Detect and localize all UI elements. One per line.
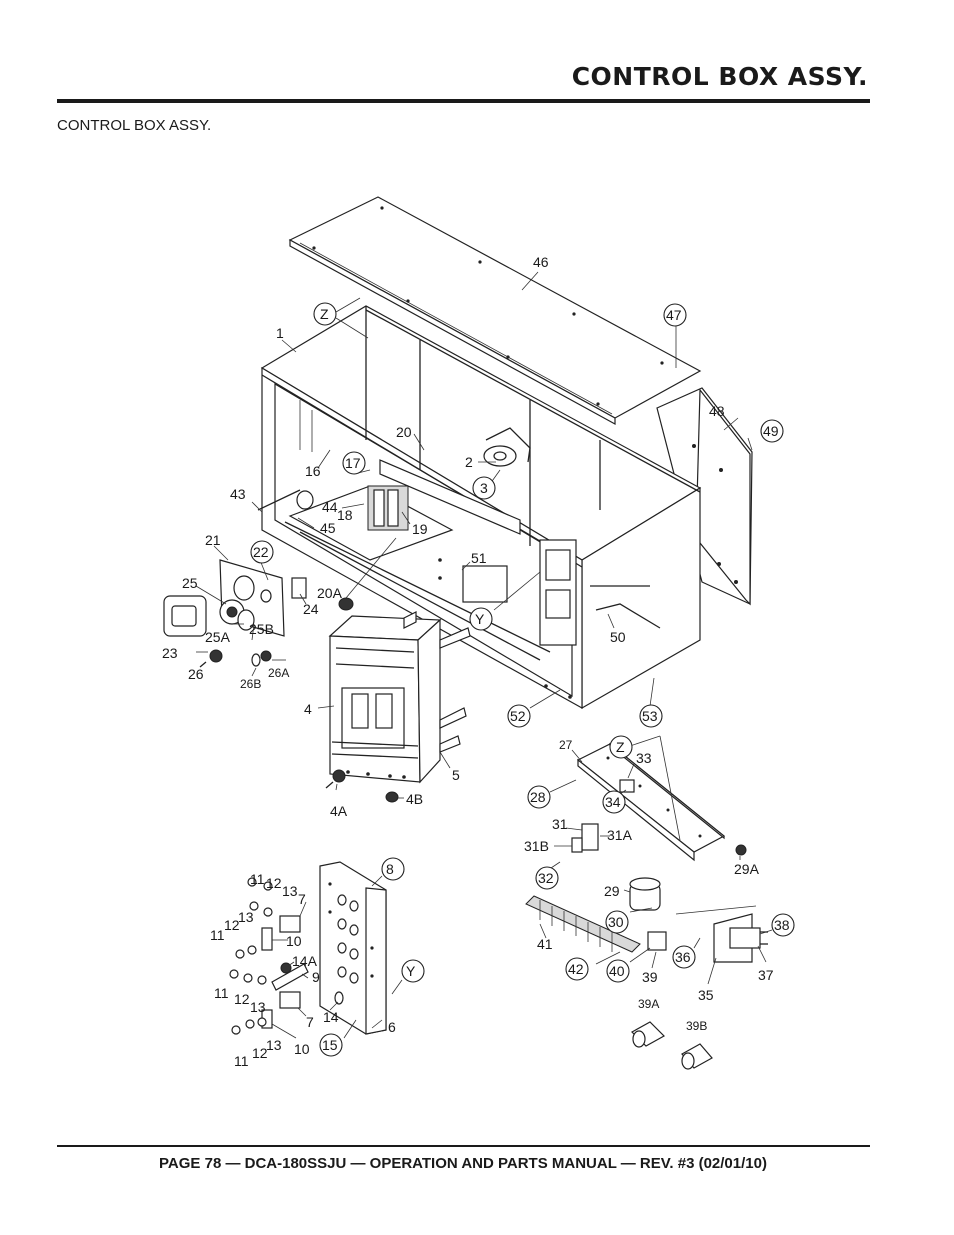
callout-35: 35 (698, 987, 714, 1003)
callout-7-b: 7 (306, 1014, 314, 1030)
callout-25a: 25A (205, 629, 231, 645)
callout-38: 38 (774, 917, 790, 933)
callout-32: 32 (538, 870, 554, 886)
callout-13-d: 13 (266, 1037, 282, 1053)
callout-1: 1 (276, 325, 284, 341)
callout-12-c: 12 (234, 991, 250, 1007)
section-subtitle: CONTROL BOX ASSY. (57, 117, 212, 134)
callout-47: 47 (666, 307, 682, 323)
callout-12-a: 12 (266, 875, 282, 891)
callout-4b: 4B (406, 791, 423, 807)
callout-42: 42 (568, 961, 584, 977)
interior-rail-part (257, 427, 531, 603)
callout-25: 25 (182, 575, 198, 591)
callout-4a: 4A (330, 803, 348, 819)
terminal-strip-part (525, 895, 641, 953)
callout-5: 5 (452, 767, 460, 783)
fuse-part (631, 1021, 713, 1070)
callout-53: 53 (642, 708, 658, 724)
callout-9: 9 (312, 969, 320, 985)
header-rule (57, 99, 870, 103)
callout-4: 4 (304, 701, 312, 717)
callout-46: 46 (533, 254, 549, 270)
callout-28: 28 (530, 789, 546, 805)
top-cover-part (288, 196, 702, 426)
callout-2: 2 (465, 454, 473, 470)
callout-27: 27 (559, 738, 573, 752)
callout-23: 23 (162, 645, 178, 661)
callout-6: 6 (388, 1019, 396, 1035)
callout-16: 16 (305, 463, 321, 479)
callout-44: 44 (322, 499, 338, 515)
callout-10-b: 10 (294, 1041, 310, 1057)
callout-21: 21 (205, 532, 221, 548)
callout-11-a: 11 (250, 871, 265, 887)
callout-13-a: 13 (282, 883, 298, 899)
callout-20: 20 (396, 424, 412, 440)
callout-24: 24 (303, 601, 319, 617)
callout-26a: 26A (268, 666, 289, 680)
callout-33: 33 (636, 750, 652, 766)
callout-11-c: 11 (214, 985, 229, 1001)
callout-26: 26 (188, 666, 204, 682)
callout-31: 31 (552, 816, 568, 832)
callout-49: 49 (763, 423, 779, 439)
callout-50: 50 (610, 629, 626, 645)
callout-29a: 29A (734, 861, 760, 877)
callout-39a: 39A (638, 997, 659, 1011)
callout-13-c: 13 (250, 999, 266, 1015)
callout-13-b: 13 (238, 909, 254, 925)
callout-36: 36 (675, 949, 691, 965)
callout-39b: 39B (686, 1019, 707, 1033)
callout-22: 22 (253, 544, 269, 560)
footer-rule (57, 1145, 870, 1147)
callout-17: 17 (345, 455, 361, 471)
page-footer: PAGE 78 — DCA-180SSJU — OPERATION AND PA… (159, 1155, 767, 1172)
callout-25b: 25B (249, 621, 274, 637)
terminal-board-part (229, 861, 387, 1035)
callout-11-d: 11 (234, 1053, 249, 1069)
relay-panel-part (525, 742, 768, 1070)
callout-14: 14 (323, 1009, 339, 1025)
circuit-breaker-part (325, 611, 471, 803)
callout-34: 34 (605, 794, 621, 810)
callout-52: 52 (510, 708, 526, 724)
callout-19: 19 (412, 521, 428, 537)
callout-51: 51 (471, 550, 487, 566)
callout-37: 37 (758, 967, 774, 983)
callout-rings (250, 302, 795, 1057)
callout-z-bottom: Z (616, 739, 625, 755)
callout-18: 18 (337, 507, 353, 523)
callout-29: 29 (604, 883, 620, 899)
callout-3: 3 (480, 480, 488, 496)
callout-14a: 14A (292, 953, 318, 969)
callout-12-b: 12 (224, 917, 240, 933)
callout-8: 8 (386, 861, 394, 877)
callout-12-d: 12 (252, 1045, 268, 1061)
callout-40: 40 (609, 963, 625, 979)
callout-7-a: 7 (298, 891, 306, 907)
callout-41: 41 (537, 936, 553, 952)
callout-30: 30 (608, 914, 624, 930)
callout-20a: 20A (317, 585, 343, 601)
callout-11-b: 11 (210, 927, 225, 943)
callout-45: 45 (320, 520, 336, 536)
callout-15: 15 (322, 1037, 338, 1053)
side-panel-part (656, 387, 753, 606)
callout-43: 43 (230, 486, 246, 502)
callout-31b: 31B (524, 838, 549, 854)
callout-39: 39 (642, 969, 658, 985)
callout-31a: 31A (607, 827, 633, 843)
callout-10-a: 10 (286, 933, 302, 949)
callout-26b: 26B (240, 677, 261, 691)
callout-48: 48 (709, 403, 725, 419)
leader-lines (195, 271, 773, 1039)
callout-y-mid: Y (475, 611, 485, 627)
page-title: CONTROL BOX ASSY. (571, 62, 868, 91)
callout-y-low: Y (406, 963, 416, 979)
callout-z-top: Z (320, 306, 329, 322)
